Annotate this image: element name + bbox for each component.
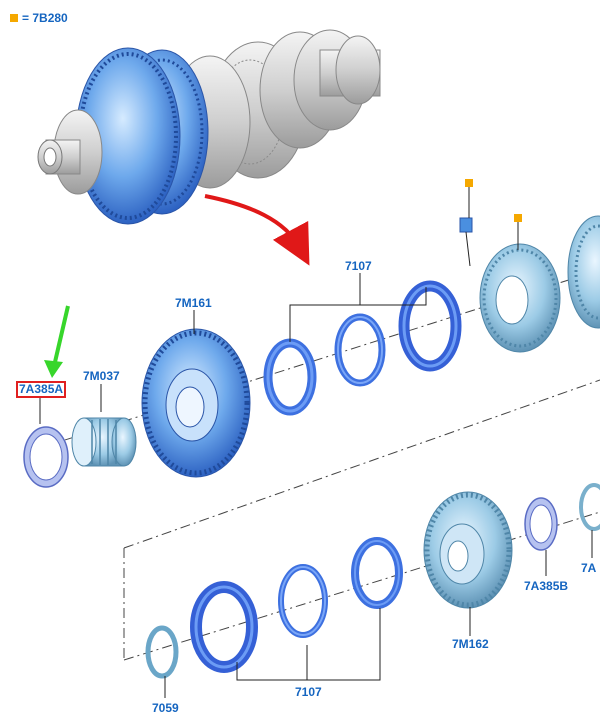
synchronizer-key[interactable] — [459, 217, 473, 267]
callout-7107-bottom[interactable]: 7107 — [295, 685, 322, 699]
synchronizer-sleeve-partial[interactable] — [567, 215, 600, 329]
bracket-7107-bottom — [236, 608, 381, 681]
part-7m037-needle-bearing[interactable] — [71, 417, 137, 467]
part-7107-synchronizer-ring-top-1[interactable] — [263, 338, 317, 416]
legend-marker-icon — [10, 14, 18, 22]
legend-equals: = — [22, 11, 30, 25]
legend-code: 7B280 — [32, 11, 68, 25]
part-7107-synchronizer-ring-top-2[interactable] — [334, 313, 386, 387]
marker-7b280-hub — [514, 214, 522, 222]
part-7107-synchronizer-ring-top-3[interactable] — [398, 280, 462, 372]
callout-7m162[interactable]: 7M162 — [452, 637, 489, 651]
callout-7107-top[interactable]: 7107 — [345, 259, 372, 273]
part-7107-synchronizer-ring-bottom-3[interactable] — [351, 537, 403, 609]
green-pointer-arrow — [44, 305, 70, 378]
part-7a385a-thrust-washer[interactable] — [23, 426, 69, 488]
part-7107-synchronizer-ring-bottom-2[interactable] — [278, 564, 328, 638]
part-7m161-gear[interactable] — [141, 328, 251, 478]
part-7a385b-thrust-washer[interactable] — [524, 497, 558, 551]
callout-7m161[interactable]: 7M161 — [175, 296, 212, 310]
legend: = 7B280 — [10, 11, 68, 25]
flow-arrow — [204, 194, 310, 266]
bracket-7107-top — [289, 273, 427, 342]
part-7059-snap-ring[interactable] — [145, 625, 179, 679]
callout-7a385a[interactable]: 7A385A — [16, 381, 67, 398]
callout-7059[interactable]: 7059 — [152, 701, 179, 715]
synchronizer-hub[interactable] — [479, 243, 561, 353]
main-shaft-assembly[interactable] — [37, 29, 381, 225]
callout-7a385b[interactable]: 7A385B — [524, 579, 569, 593]
marker-7b280-key — [465, 179, 473, 187]
part-7107-synchronizer-ring-bottom-1[interactable] — [190, 581, 258, 673]
part-7m162-gear[interactable] — [423, 491, 513, 609]
part-7a-partial-ring[interactable] — [579, 483, 600, 531]
callout-7m037[interactable]: 7M037 — [83, 369, 120, 383]
callout-7a-partial[interactable]: 7A — [581, 561, 597, 575]
